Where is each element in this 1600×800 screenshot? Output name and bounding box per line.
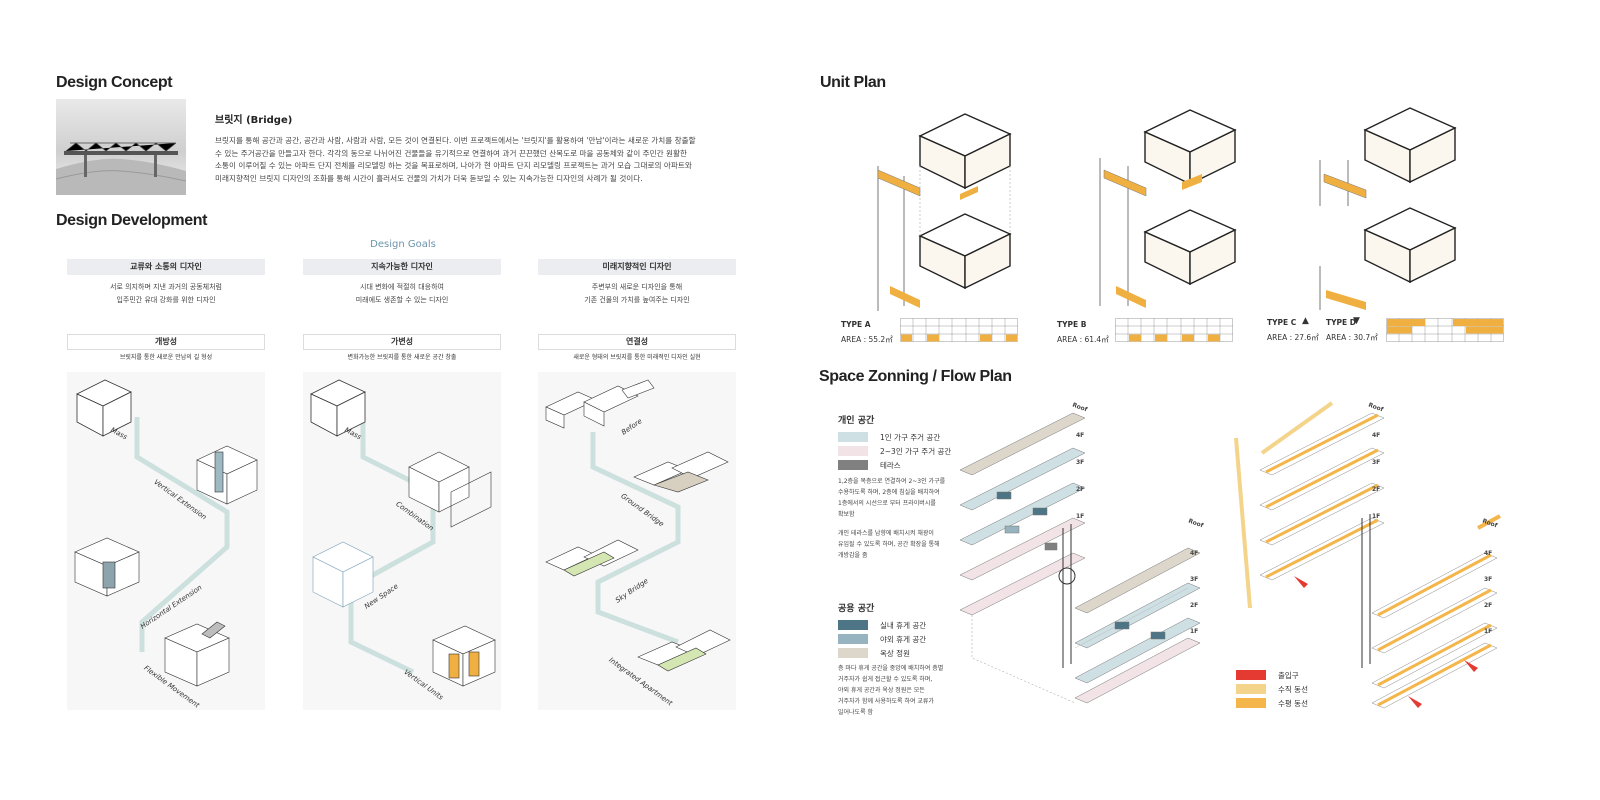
space-zoning-heading: Space Zonning / Flow Plan (819, 368, 1012, 385)
design-concept-heading: Design Concept (56, 74, 173, 91)
swatch-rooftop (838, 648, 868, 658)
unit-type-d: TYPE D (1326, 318, 1357, 327)
unit-area-c: AREA : 27.6㎡ (1267, 333, 1319, 342)
unit-type-c: TYPE C (1267, 318, 1297, 327)
unit-area-b: AREA : 61.4㎡ (1057, 335, 1109, 344)
key-plan-a (900, 318, 1018, 342)
zoning-stack-diagram (959, 412, 1201, 704)
swatch-vertical-flow (1236, 684, 1266, 694)
floor-label-2f-1: 2F (1076, 486, 1085, 493)
floor-label-4f-1: 4F (1076, 432, 1085, 439)
unit-type-a: TYPE A (841, 320, 871, 329)
swatch-multi (838, 446, 868, 456)
triangle-down-icon: ▼ (1353, 316, 1360, 326)
key-plan-b (1115, 318, 1233, 342)
unit-area-d: AREA : 30.7㎡ (1326, 333, 1378, 342)
swatch-single (838, 432, 868, 442)
goal-box-3: 미래지향적인 디자인 (538, 259, 736, 275)
bridge-photo (56, 99, 186, 195)
public-legend: 실내 휴게 공간 야외 휴게 공간 옥상 정원 (838, 618, 926, 660)
keyword-box-2: 가변성 (303, 334, 501, 350)
triangle-up-icon: ▲ (1302, 316, 1309, 326)
unit-plan-heading: Unit Plan (820, 74, 886, 91)
swatch-outdoor (838, 634, 868, 644)
concept-title: 브릿지 (Bridge) (215, 115, 293, 126)
floor-label-2f-3: 2F (1372, 486, 1381, 493)
floor-label-1f-4: 1F (1484, 628, 1493, 635)
concept-description: 브릿지를 통해 공간과 공간, 공간과 사람, 사람과 사람, 모든 것이 연결… (215, 136, 696, 183)
swatch-indoor (838, 620, 868, 630)
development-panel-3: Before Ground Bridge Sky Bridge Integrat… (538, 372, 736, 710)
swatch-terrace (838, 460, 868, 470)
floor-label-3f-4: 3F (1484, 576, 1493, 583)
goal-box-1: 교류와 소통의 디자인 (67, 259, 265, 275)
floor-label-4f-3: 4F (1372, 432, 1381, 439)
key-plan-cd (1386, 318, 1504, 342)
flow-stack-diagram (1234, 401, 1501, 709)
swatch-horizontal-flow (1236, 698, 1266, 708)
unit-type-b: TYPE B (1057, 320, 1087, 329)
keyword-box-1: 개방성 (67, 334, 265, 350)
floor-label-1f-2: 1F (1190, 628, 1199, 635)
floor-label-2f-4: 2F (1484, 602, 1493, 609)
unit-plan-diagrams (877, 107, 1457, 311)
private-space-heading: 개인 공간 (838, 416, 875, 426)
keyword-sub-3: 새로운 형태의 브릿지를 통한 미래적인 디자인 실현 (573, 354, 701, 361)
floor-label-4f-2: 4F (1190, 550, 1199, 557)
floor-label-2f-2: 2F (1190, 602, 1199, 609)
flow-legend: 출입구 수직 동선 수평 동선 (1236, 668, 1308, 710)
private-legend: 1인 가구 주거 공간 2~3인 가구 주거 공간 테라스 (838, 430, 951, 472)
design-goals-heading: Design Goals (370, 239, 436, 250)
unit-area-a: AREA : 55.2㎡ (841, 335, 893, 344)
keyword-sub-2: 변화가능한 브릿지를 통한 새로운 공간 창출 (347, 354, 457, 361)
floor-label-1f-1: 1F (1076, 513, 1085, 520)
design-development-heading: Design Development (56, 212, 208, 229)
floor-label-1f-3: 1F (1372, 513, 1381, 520)
development-panel-1: Mass Vertical Extension Horizontal Exten… (67, 372, 265, 710)
keyword-box-3: 연결성 (538, 334, 736, 350)
floor-label-3f-3: 3F (1372, 459, 1381, 466)
keyword-sub-1: 브릿지를 통한 새로운 만남의 길 형성 (119, 354, 213, 361)
goal-box-2: 지속가능한 디자인 (303, 259, 501, 275)
development-panel-2: Mass Combination New Space Vertical Unit… (303, 372, 501, 710)
swatch-entrance (1236, 670, 1266, 680)
public-space-heading: 공용 공간 (838, 604, 875, 614)
floor-label-3f-1: 3F (1076, 459, 1085, 466)
floor-label-4f-4: 4F (1484, 550, 1493, 557)
floor-label-3f-2: 3F (1190, 576, 1199, 583)
